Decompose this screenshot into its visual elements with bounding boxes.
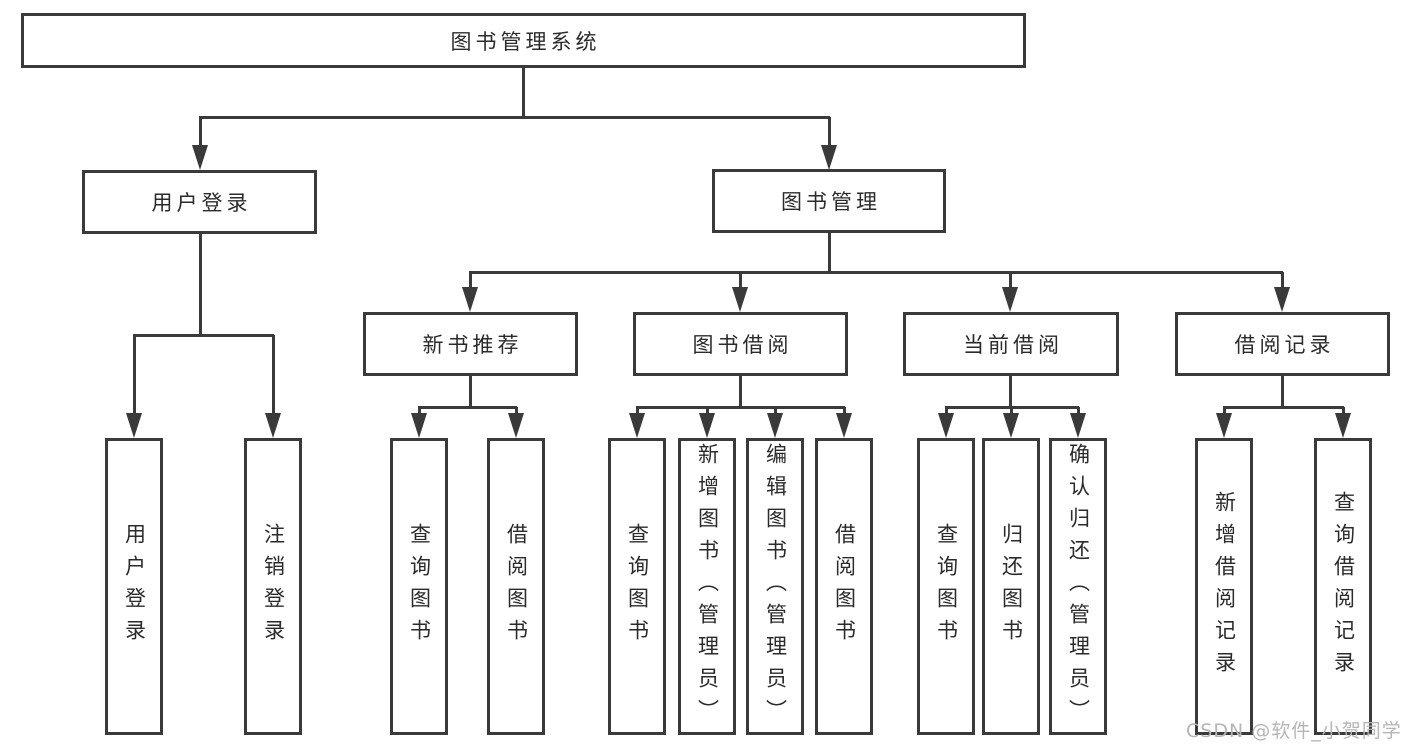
leaf-search-books-current: 查询图书 bbox=[917, 438, 975, 735]
leaf-search-borrow-record: 查询借阅记录 bbox=[1314, 438, 1372, 735]
connector-bar-line bbox=[1223, 406, 1344, 409]
arrowhead-down-icon bbox=[699, 413, 715, 438]
connector-bar-line bbox=[133, 334, 274, 337]
node-user-login: 用户登录 bbox=[82, 170, 317, 234]
leaf-search-books-recommend: 查询图书 bbox=[390, 438, 448, 735]
node-library-system: 图书管理系统 bbox=[21, 13, 1026, 68]
arrowhead-down-icon bbox=[836, 413, 852, 438]
connector-bar-line bbox=[636, 406, 845, 409]
node-current-borrowing: 当前借阅 bbox=[903, 312, 1119, 376]
leaf-edit-books-admin: 编辑图书（管理员） bbox=[746, 438, 804, 735]
node-label: 借阅记录 bbox=[1234, 333, 1335, 357]
leaf-logout: 注销登录 bbox=[244, 438, 302, 735]
leaf-label: 确认归还（管理员） bbox=[1066, 442, 1091, 731]
connector-drop-line bbox=[199, 117, 202, 152]
connector-bar-line bbox=[418, 406, 517, 409]
leaf-add-borrow-record: 新增借阅记录 bbox=[1195, 438, 1253, 735]
leaf-label: 注销登录 bbox=[261, 522, 286, 651]
connector-drop-line bbox=[1009, 272, 1012, 294]
leaf-borrow-books: 借阅图书 bbox=[815, 438, 873, 735]
arrowhead-down-icon bbox=[1003, 413, 1019, 438]
arrowhead-down-icon bbox=[938, 413, 954, 438]
connector-drop-line bbox=[739, 272, 742, 294]
arrowhead-down-icon bbox=[126, 413, 142, 438]
node-book-management: 图书管理 bbox=[712, 169, 946, 233]
node-book-borrowing: 图书借阅 bbox=[633, 312, 848, 376]
leaf-label: 借阅图书 bbox=[504, 522, 529, 651]
leaf-label: 查询图书 bbox=[625, 522, 650, 651]
leaf-label: 归还图书 bbox=[999, 522, 1024, 651]
node-label: 当前借阅 bbox=[963, 333, 1063, 357]
arrowhead-down-icon bbox=[508, 413, 524, 438]
arrowhead-down-icon bbox=[1070, 413, 1086, 438]
connector-drop-line bbox=[1281, 272, 1284, 294]
leaf-label: 借阅图书 bbox=[832, 522, 857, 651]
node-new-book-recommendation: 新书推荐 bbox=[363, 312, 578, 376]
arrowhead-down-icon bbox=[411, 413, 427, 438]
connector-drop-line bbox=[469, 272, 472, 294]
arrowhead-down-icon bbox=[462, 287, 478, 312]
leaf-search-books-borrow: 查询图书 bbox=[608, 438, 666, 735]
connector-stem-line bbox=[469, 376, 472, 409]
node-label: 新书推荐 bbox=[422, 333, 523, 357]
leaf-label: 编辑图书（管理员） bbox=[763, 442, 788, 731]
leaf-label: 查询借阅记录 bbox=[1331, 490, 1356, 683]
arrowhead-down-icon bbox=[1216, 413, 1232, 438]
leaf-label: 新增借阅记录 bbox=[1212, 490, 1237, 683]
node-label: 图书管理 bbox=[781, 190, 881, 214]
arrowhead-down-icon bbox=[1274, 287, 1290, 312]
leaf-return-books: 归还图书 bbox=[982, 438, 1040, 735]
connector-stem-line bbox=[828, 233, 831, 274]
connector-bar-line bbox=[199, 116, 830, 119]
arrowhead-down-icon bbox=[767, 413, 783, 438]
leaf-confirm-return-admin: 确认归还（管理员） bbox=[1049, 438, 1107, 735]
arrowhead-down-icon bbox=[821, 145, 837, 170]
arrowhead-down-icon bbox=[265, 413, 281, 438]
connector-bar-line bbox=[469, 271, 1283, 274]
connector-drop-line bbox=[133, 335, 136, 420]
leaf-label: 用户登录 bbox=[122, 522, 147, 651]
arrowhead-down-icon bbox=[629, 413, 645, 438]
node-label: 图书管理系统 bbox=[450, 29, 601, 54]
connector-stem-line bbox=[1009, 376, 1012, 409]
leaf-label: 查询图书 bbox=[934, 522, 959, 651]
arrowhead-down-icon bbox=[1002, 287, 1018, 312]
connector-drop-line bbox=[828, 117, 831, 152]
watermark: CSDN @软件_小贺同学 bbox=[1186, 720, 1402, 742]
leaf-add-books-admin: 新增图书（管理员） bbox=[678, 438, 736, 735]
connector-stem-line bbox=[1281, 376, 1284, 409]
connector-stem-line bbox=[522, 68, 525, 119]
node-label: 图书借阅 bbox=[692, 333, 793, 357]
connector-drop-line bbox=[272, 335, 275, 420]
arrowhead-down-icon bbox=[192, 145, 208, 170]
connector-stem-line bbox=[739, 376, 742, 409]
node-label: 用户登录 bbox=[151, 191, 252, 215]
leaf-label: 新增图书（管理员） bbox=[695, 442, 720, 731]
arrowhead-down-icon bbox=[732, 287, 748, 312]
leaf-user-login: 用户登录 bbox=[105, 438, 163, 735]
arrowhead-down-icon bbox=[1335, 413, 1351, 438]
node-borrowing-records: 借阅记录 bbox=[1175, 312, 1390, 376]
leaf-borrow-books-recommend: 借阅图书 bbox=[487, 438, 545, 735]
leaf-label: 查询图书 bbox=[407, 522, 432, 651]
connector-stem-line bbox=[199, 234, 202, 337]
